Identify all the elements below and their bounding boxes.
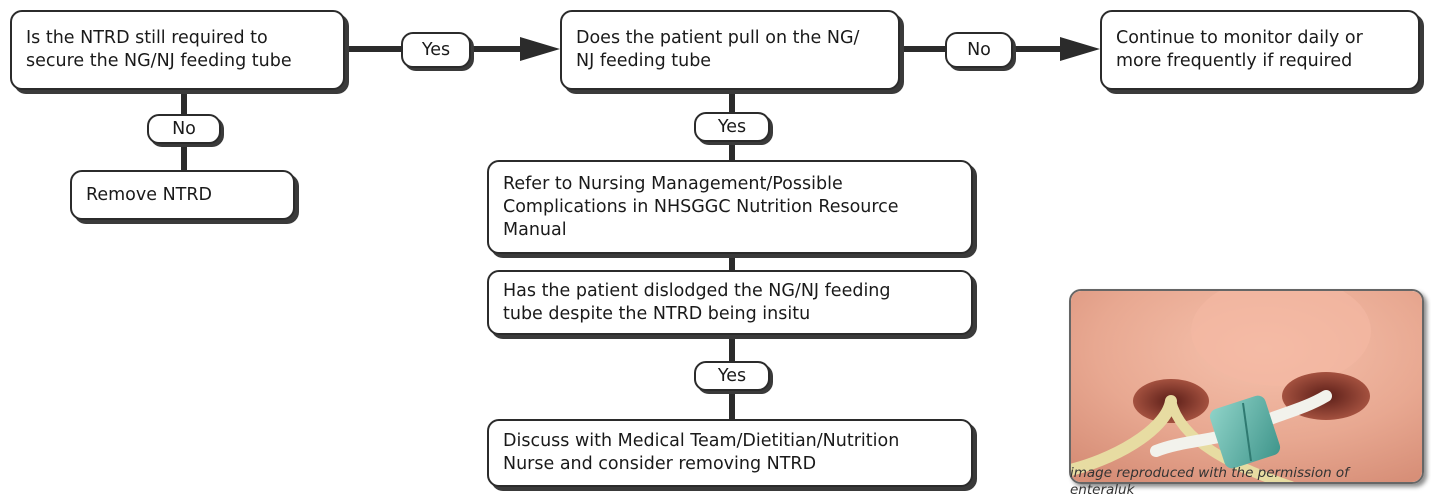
connector-yes1-left [345, 46, 401, 52]
connector-yes3-top [729, 335, 735, 361]
connector-yes2-bottom [729, 142, 735, 160]
connector-yes2-top [729, 90, 735, 112]
arrow-to-pull-question-icon [520, 37, 560, 61]
yes-label-1: Yes [401, 32, 471, 68]
yes-label-2: Yes [694, 112, 770, 142]
no-label-1: No [945, 32, 1013, 68]
yes-label-3: Yes [694, 361, 770, 391]
discuss-team-box: Discuss with Medical Team/Dietitian/Nutr… [487, 419, 973, 487]
continue-monitor-box: Continue to monitor daily or more freque… [1100, 10, 1420, 90]
question-patient-pull: Does the patient pull on the NG/ NJ feed… [560, 10, 900, 90]
connector-refer-dislodged [729, 254, 735, 270]
question-ntrd-required: Is the NTRD still required to secure the… [10, 10, 345, 90]
connector-yes1-right [471, 46, 527, 52]
nasal-tube-retention-device-photo [1069, 289, 1424, 484]
connector-no1-right [1013, 46, 1068, 52]
connector-no1-left [900, 46, 945, 52]
refer-nursing-box: Refer to Nursing Management/Possible Com… [487, 160, 973, 254]
question-dislodged: Has the patient dislodged the NG/NJ feed… [487, 270, 973, 335]
no-label-2: No [147, 114, 221, 144]
arrow-to-continue-icon [1060, 37, 1100, 61]
connector-yes3-bottom [729, 391, 735, 419]
remove-ntrd-box: Remove NTRD [70, 170, 295, 220]
connector-no2-bottom [181, 144, 187, 170]
connector-no2-top [181, 90, 187, 114]
image-caption: image reproduced with the permission of … [1070, 465, 1349, 498]
